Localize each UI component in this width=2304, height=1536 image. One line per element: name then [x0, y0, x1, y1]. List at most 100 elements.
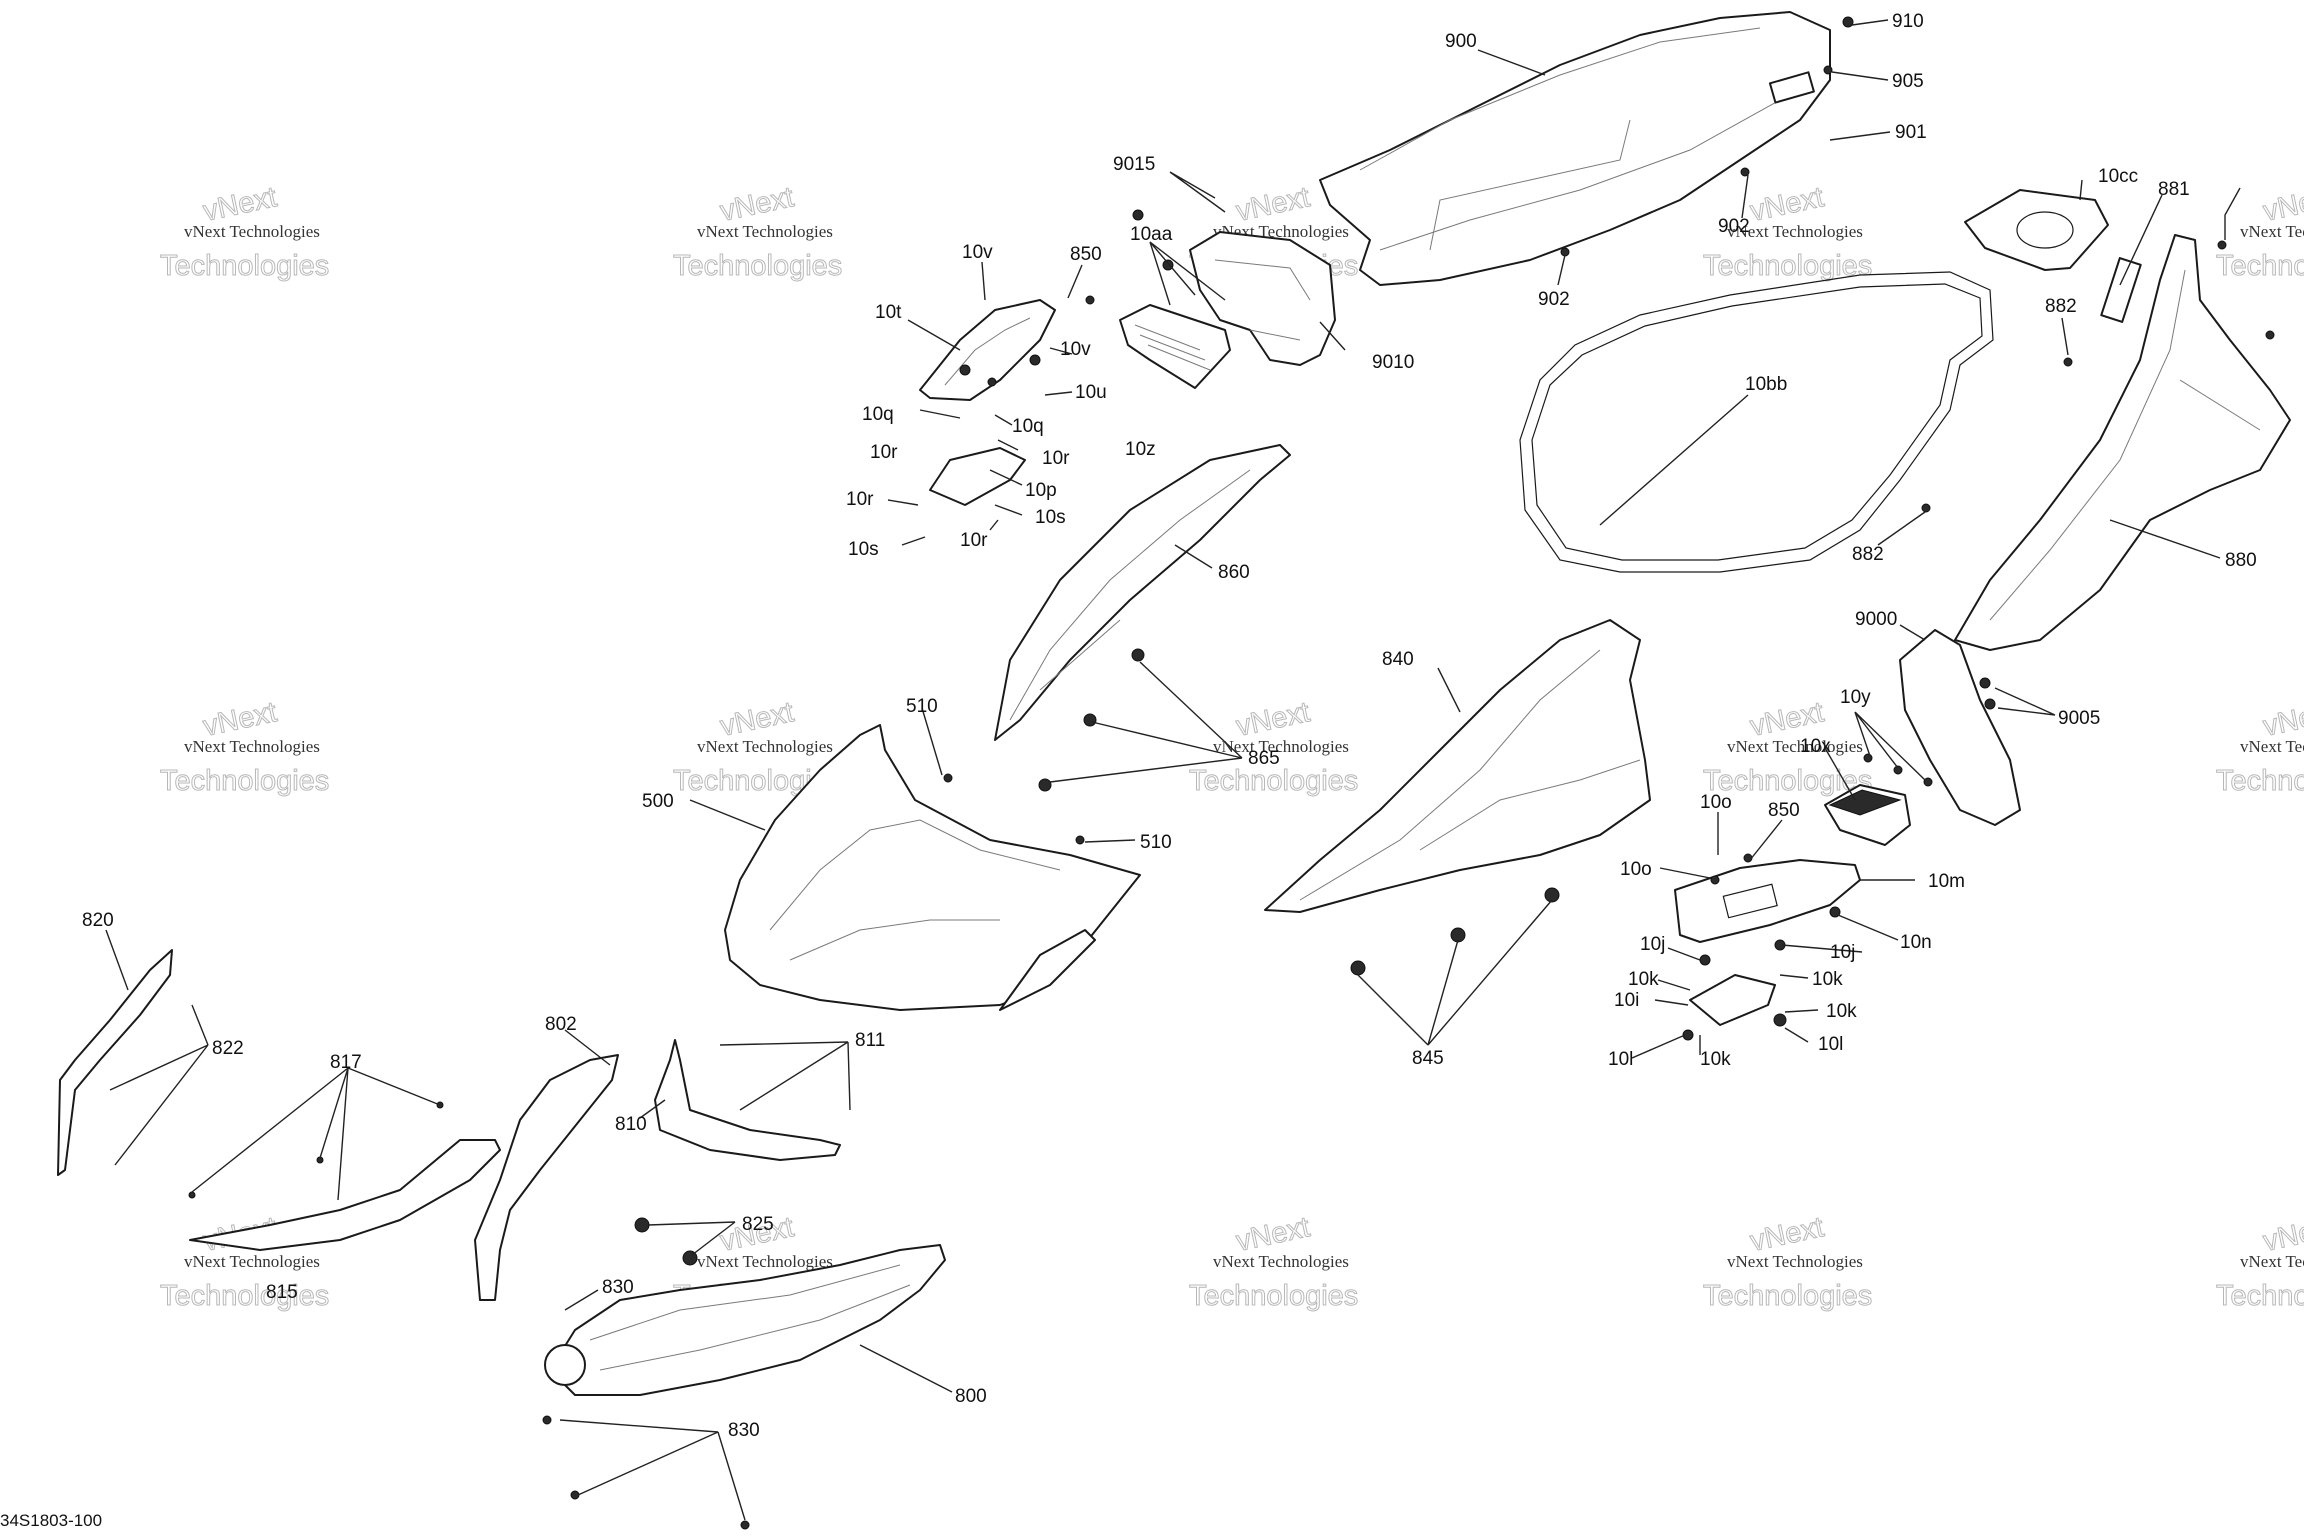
part-10p-hinge	[929, 447, 1026, 506]
fastener	[1038, 778, 1052, 792]
svg-text:Technologies: Technologies	[1703, 1280, 1872, 1312]
callout-labels: 900 910 905 901 902 902 9015 10aa 10v 85…	[82, 11, 2257, 1441]
fastener	[1923, 777, 1933, 787]
callout-10k: 10k	[1826, 1001, 1857, 1022]
callout-802: 802	[545, 1014, 577, 1035]
callout-9010: 9010	[1372, 352, 1414, 373]
callout-830: 830	[602, 1277, 634, 1298]
svg-text:vNext Technologies: vNext Technologies	[1213, 1252, 1349, 1271]
callout-10n: 10n	[1900, 932, 1932, 953]
callout-10u: 10u	[1075, 382, 1107, 403]
watermark: vNext vNext Technologies Technologies	[1189, 1211, 1359, 1313]
callout-830: 830	[728, 1420, 760, 1441]
callout-810: 810	[615, 1114, 647, 1135]
callout-880: 880	[2225, 550, 2257, 571]
fastener	[1829, 906, 1841, 918]
callout-820: 820	[82, 910, 114, 931]
callout-9015: 9015	[1113, 154, 1155, 175]
callout-10z: 10z	[1125, 439, 1156, 460]
svg-text:vNext: vNext	[200, 181, 279, 228]
fastener	[570, 1490, 580, 1500]
callout-510: 510	[906, 696, 938, 717]
fastener	[1979, 677, 1991, 689]
svg-text:Technologies: Technologies	[2216, 765, 2304, 797]
callout-10x: 10x	[1800, 736, 1831, 757]
callout-500: 500	[642, 791, 674, 812]
part-810-trim	[654, 1039, 841, 1161]
callout-510: 510	[1140, 832, 1172, 853]
part-880-side-panel	[1954, 234, 2291, 651]
callout-815: 815	[266, 1282, 298, 1303]
watermark: vNext vNext Technologies Technologies	[2216, 1211, 2304, 1313]
svg-text:Technologies: Technologies	[673, 250, 842, 282]
callout-10j: 10j	[1830, 942, 1855, 963]
fastener	[2063, 357, 2073, 367]
callout-10o: 10o	[1620, 859, 1652, 880]
svg-text:Technologies: Technologies	[2216, 250, 2304, 282]
part-9010-bracket	[1189, 231, 1336, 366]
fastener	[1682, 1029, 1694, 1041]
callout-10q: 10q	[862, 404, 894, 425]
part-10cc-plate	[1964, 189, 2109, 271]
svg-text:vNext Technologies: vNext Technologies	[2240, 222, 2304, 241]
fastener	[1699, 954, 1711, 966]
callout-10k: 10k	[1812, 969, 1843, 990]
fastener	[959, 364, 971, 376]
callout-10p: 10p	[1025, 480, 1057, 501]
part-820-bumper	[57, 949, 173, 1176]
svg-text:Technologies: Technologies	[160, 1280, 329, 1312]
svg-text:vNext: vNext	[717, 696, 796, 743]
fastener	[740, 1520, 750, 1530]
callout-10l: 10l	[1818, 1034, 1843, 1055]
callout-10q: 10q	[1012, 416, 1044, 437]
part-10z-tread	[1119, 304, 1231, 389]
callout-10k: 10k	[1700, 1049, 1731, 1070]
part-840-side-panel	[1264, 619, 1651, 913]
fastener	[1075, 835, 1085, 845]
callout-800: 800	[955, 1386, 987, 1407]
callout-900: 900	[1445, 31, 1477, 52]
callout-10aa: 10aa	[1130, 224, 1173, 245]
callout-10r: 10r	[960, 530, 988, 551]
svg-text:vNext Technologies: vNext Technologies	[1727, 1252, 1863, 1271]
fastener	[542, 1415, 552, 1425]
fastener	[1863, 753, 1873, 763]
svg-text:vNext Technologies: vNext Technologies	[1727, 222, 1863, 241]
callout-811: 811	[855, 1030, 885, 1051]
fastener	[2265, 330, 2275, 340]
callout-10i: 10i	[1614, 990, 1639, 1011]
callout-9005: 9005	[2058, 708, 2100, 729]
callout-10s: 10s	[1035, 507, 1066, 528]
svg-text:vNext: vNext	[717, 181, 796, 228]
callout-902: 902	[1718, 216, 1750, 237]
callout-865: 865	[1248, 748, 1280, 769]
watermark: vNext vNext Technologies Technologies	[160, 181, 330, 283]
callout-905: 905	[1892, 71, 1924, 92]
svg-text:vNext: vNext	[2260, 1211, 2304, 1258]
fastener	[1131, 648, 1145, 662]
callout-910: 910	[1892, 11, 1924, 32]
callout-10r: 10r	[1042, 448, 1070, 469]
callout-10v: 10v	[1060, 339, 1091, 360]
svg-text:vNext Technologies: vNext Technologies	[697, 1252, 833, 1271]
watermark: vNext vNext Technologies Technologies	[1189, 696, 1359, 798]
fastener	[1450, 927, 1466, 943]
callout-825: 825	[742, 1214, 774, 1235]
fastener	[1350, 960, 1366, 976]
part-9000-bracket	[1899, 629, 2021, 826]
watermark: vNext vNext Technologies Technologies	[1703, 696, 1873, 798]
callout-10t: 10t	[875, 302, 902, 323]
fastener	[1162, 259, 1174, 271]
callout-840: 840	[1382, 649, 1414, 670]
svg-text:vNext: vNext	[1747, 181, 1826, 228]
callout-850: 850	[1070, 244, 1102, 265]
svg-text:Technologies: Technologies	[160, 250, 329, 282]
fastener	[1740, 167, 1750, 177]
callout-845: 845	[1412, 1048, 1444, 1069]
watermark: vNext vNext Technologies Technologies	[2216, 696, 2304, 798]
part-800-bumper-lower	[544, 1244, 946, 1396]
fastener	[1132, 209, 1144, 221]
part-802-front-panel	[474, 1054, 619, 1301]
fastener	[1921, 503, 1931, 513]
part-10k-hinge	[1689, 974, 1776, 1026]
